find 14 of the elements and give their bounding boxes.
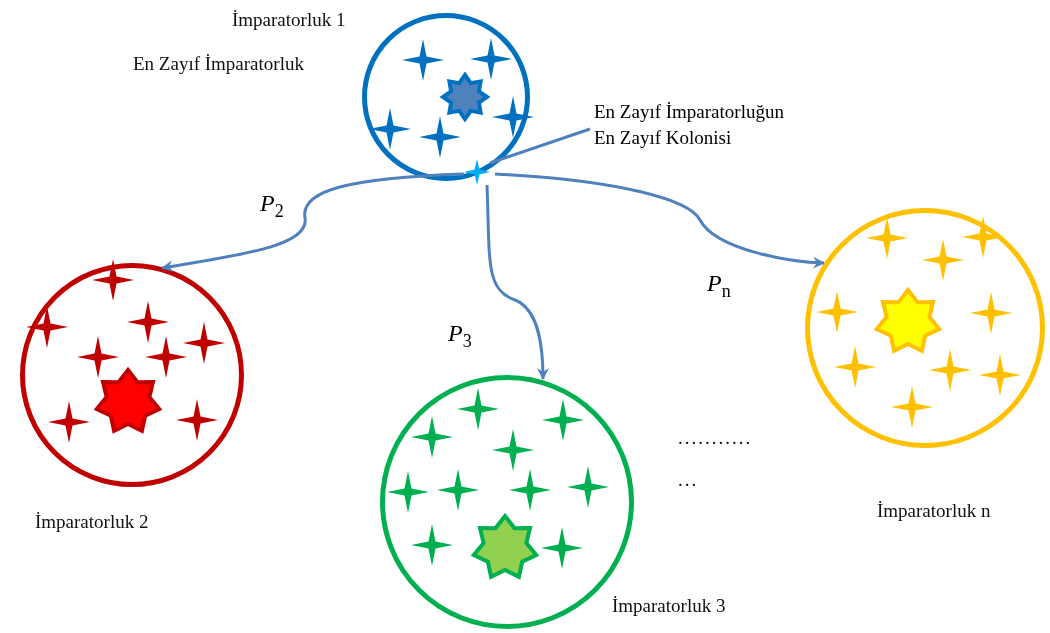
ellipsis-text: ... — [678, 468, 699, 492]
arrow — [494, 172, 825, 269]
callout-text: En Zayıf İmparatorluğun En Zayıf Kolonisi — [594, 100, 785, 150]
arrow — [161, 172, 465, 273]
ellipsis-text: ........... — [678, 426, 753, 450]
empire-label: En Zayıf İmparatorluk — [133, 52, 304, 76]
empire-label: İmparatorluk 1 — [232, 8, 346, 32]
empire-circle — [805, 208, 1045, 448]
empire-label: İmparatorluk n — [877, 499, 991, 523]
arrow — [485, 184, 549, 380]
leader-line — [489, 127, 591, 165]
empire-label: İmparatorluk 3 — [612, 594, 726, 618]
empire-label: İmparatorluk 2 — [35, 510, 149, 534]
colony-star-icon — [464, 159, 490, 185]
